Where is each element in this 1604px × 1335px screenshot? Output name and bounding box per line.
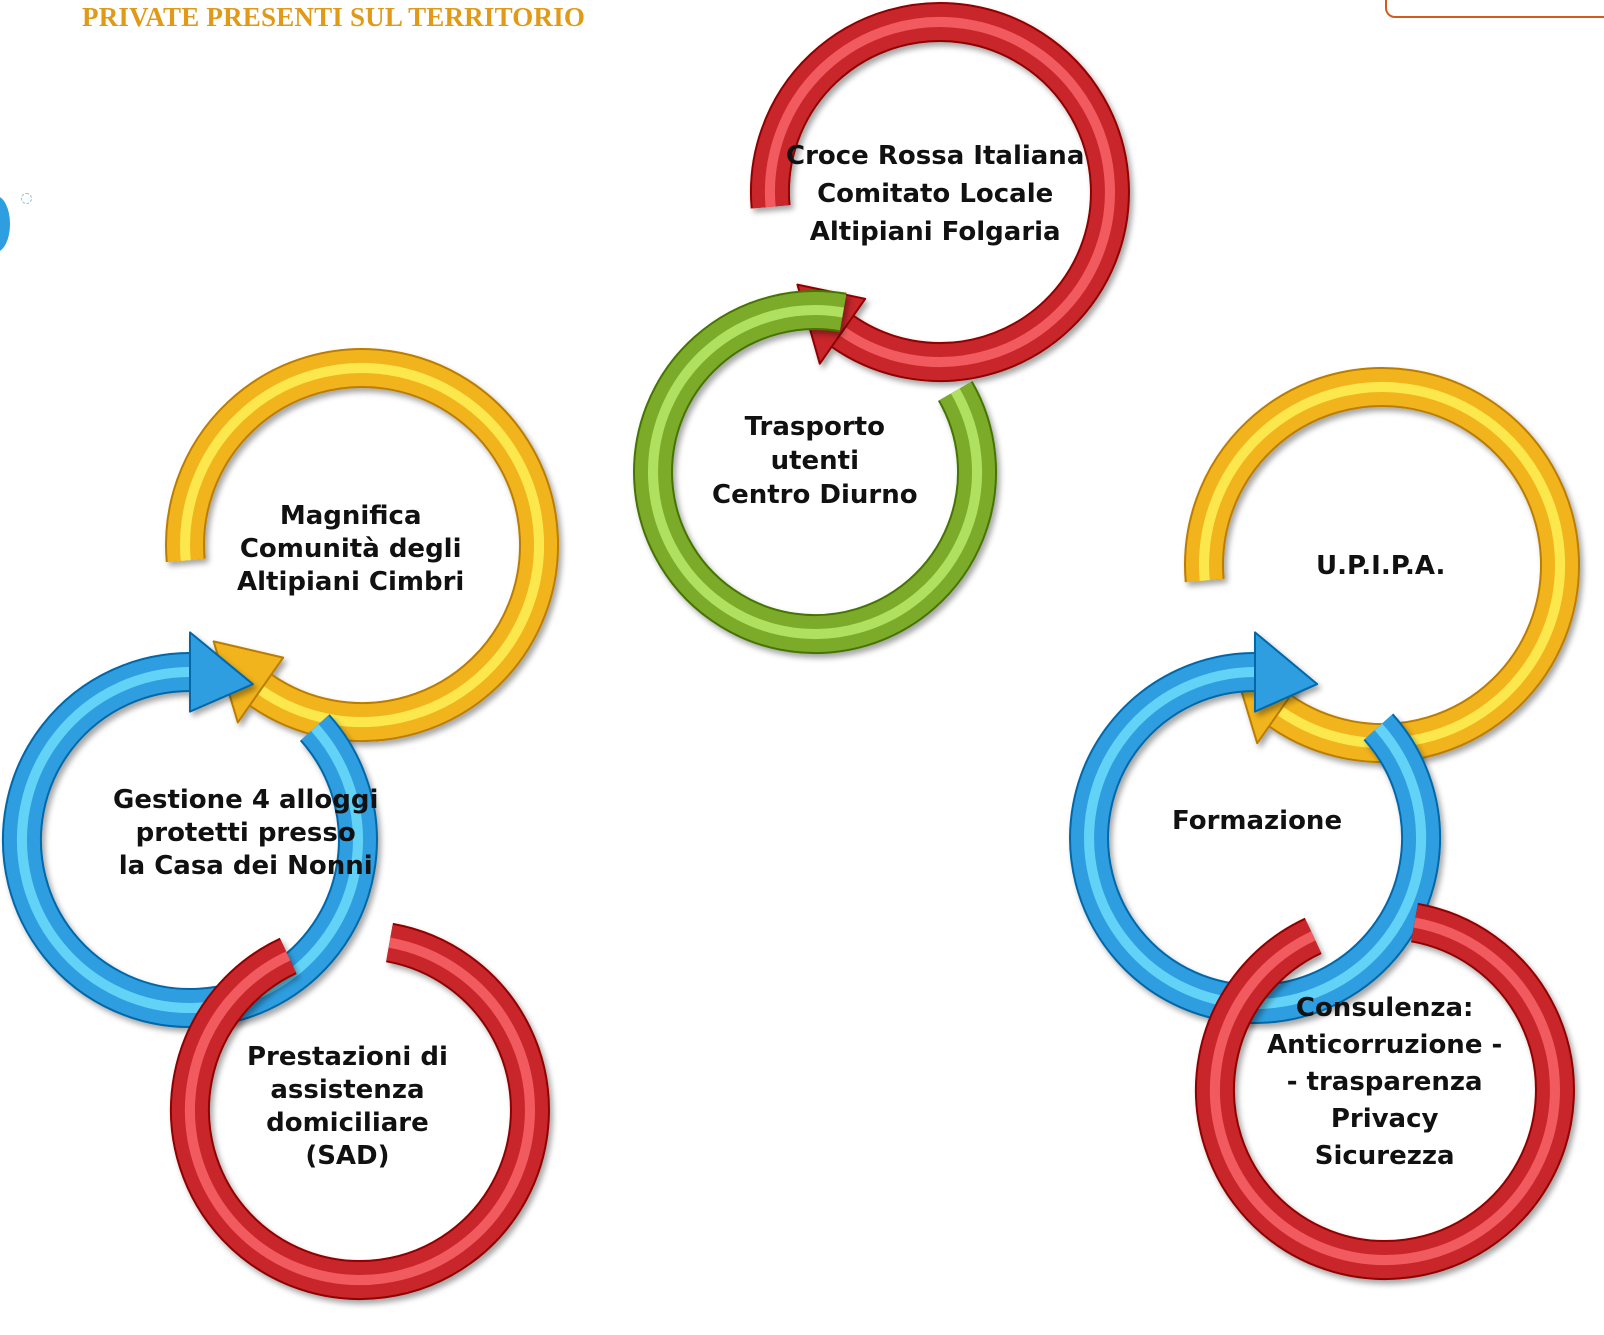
arrow-head-icon	[189, 631, 254, 713]
node-label-line: Altipiani Folgaria	[809, 217, 1061, 247]
arc-highlight	[1084, 666, 1427, 1010]
arc-highlight	[1209, 917, 1560, 1265]
arc-highlight	[648, 305, 983, 640]
page-title: PRIVATE PRESENTI SUL TERRITORIO	[82, 2, 586, 32]
arc-highlight	[1199, 382, 1566, 749]
node-label-line: (SAD)	[305, 1141, 390, 1171]
node-label-line: Formazione	[1172, 806, 1343, 836]
node-label-line: la Casa dei Nonni	[118, 851, 373, 881]
arc-highlight	[180, 363, 545, 728]
node-label-line: Comunità degli	[239, 534, 462, 564]
arc-red-g2-i2	[1194, 902, 1575, 1280]
node-label-line: domiciliare	[266, 1108, 429, 1138]
arc-yellow-g1-i0	[165, 348, 560, 743]
node-label-line: Magnifica	[279, 501, 422, 531]
node-label-line: Sicurezza	[1314, 1141, 1455, 1171]
arc-blue-g1-i1	[2, 631, 378, 1028]
arc-green-g0-i1	[633, 290, 998, 655]
arrow-head-icon	[1254, 631, 1319, 713]
node-label-line: Prestazioni di	[247, 1042, 448, 1072]
node-label-line: utenti	[770, 446, 860, 476]
arc-red-g1-i2	[169, 922, 550, 1300]
corner-decoration-tab	[1385, 0, 1604, 18]
node-label-line: Privacy	[1330, 1104, 1439, 1134]
node-label-line: Trasporto	[744, 412, 885, 442]
decorative-dotted-circle	[21, 193, 32, 204]
arc-highlight	[184, 937, 535, 1285]
node-label-line: Gestione 4 alloggi	[113, 785, 379, 815]
node-label-line: - trasparenza	[1286, 1067, 1483, 1097]
node-label-line: Comitato Locale	[817, 179, 1054, 209]
node-label-g2-i1: Formazione	[1172, 805, 1342, 838]
arc-highlight	[16, 666, 363, 1014]
arc-blue-g2-i1	[1069, 631, 1441, 1024]
node-label-g2-i2: Consulenza: Anticorruzione - - trasparenza…	[1267, 990, 1502, 1175]
node-label-line: Croce Rossa Italiana	[786, 141, 1085, 171]
arc-highlight	[764, 16, 1115, 367]
node-label-g2-i0: U.P.I.P.A.	[1316, 550, 1445, 583]
node-label-line: Anticorruzione -	[1267, 1030, 1503, 1060]
node-label-line: Consulenza:	[1295, 993, 1474, 1023]
decorative-edge-shape	[0, 196, 10, 252]
node-label-line: protetti presso	[135, 818, 356, 848]
node-label-line: Altipiani Cimbri	[237, 567, 465, 597]
node-label-line: U.P.I.P.A.	[1316, 551, 1446, 581]
node-label-line: Centro Diurno	[712, 480, 918, 510]
node-label-line: assistenza	[270, 1075, 425, 1105]
